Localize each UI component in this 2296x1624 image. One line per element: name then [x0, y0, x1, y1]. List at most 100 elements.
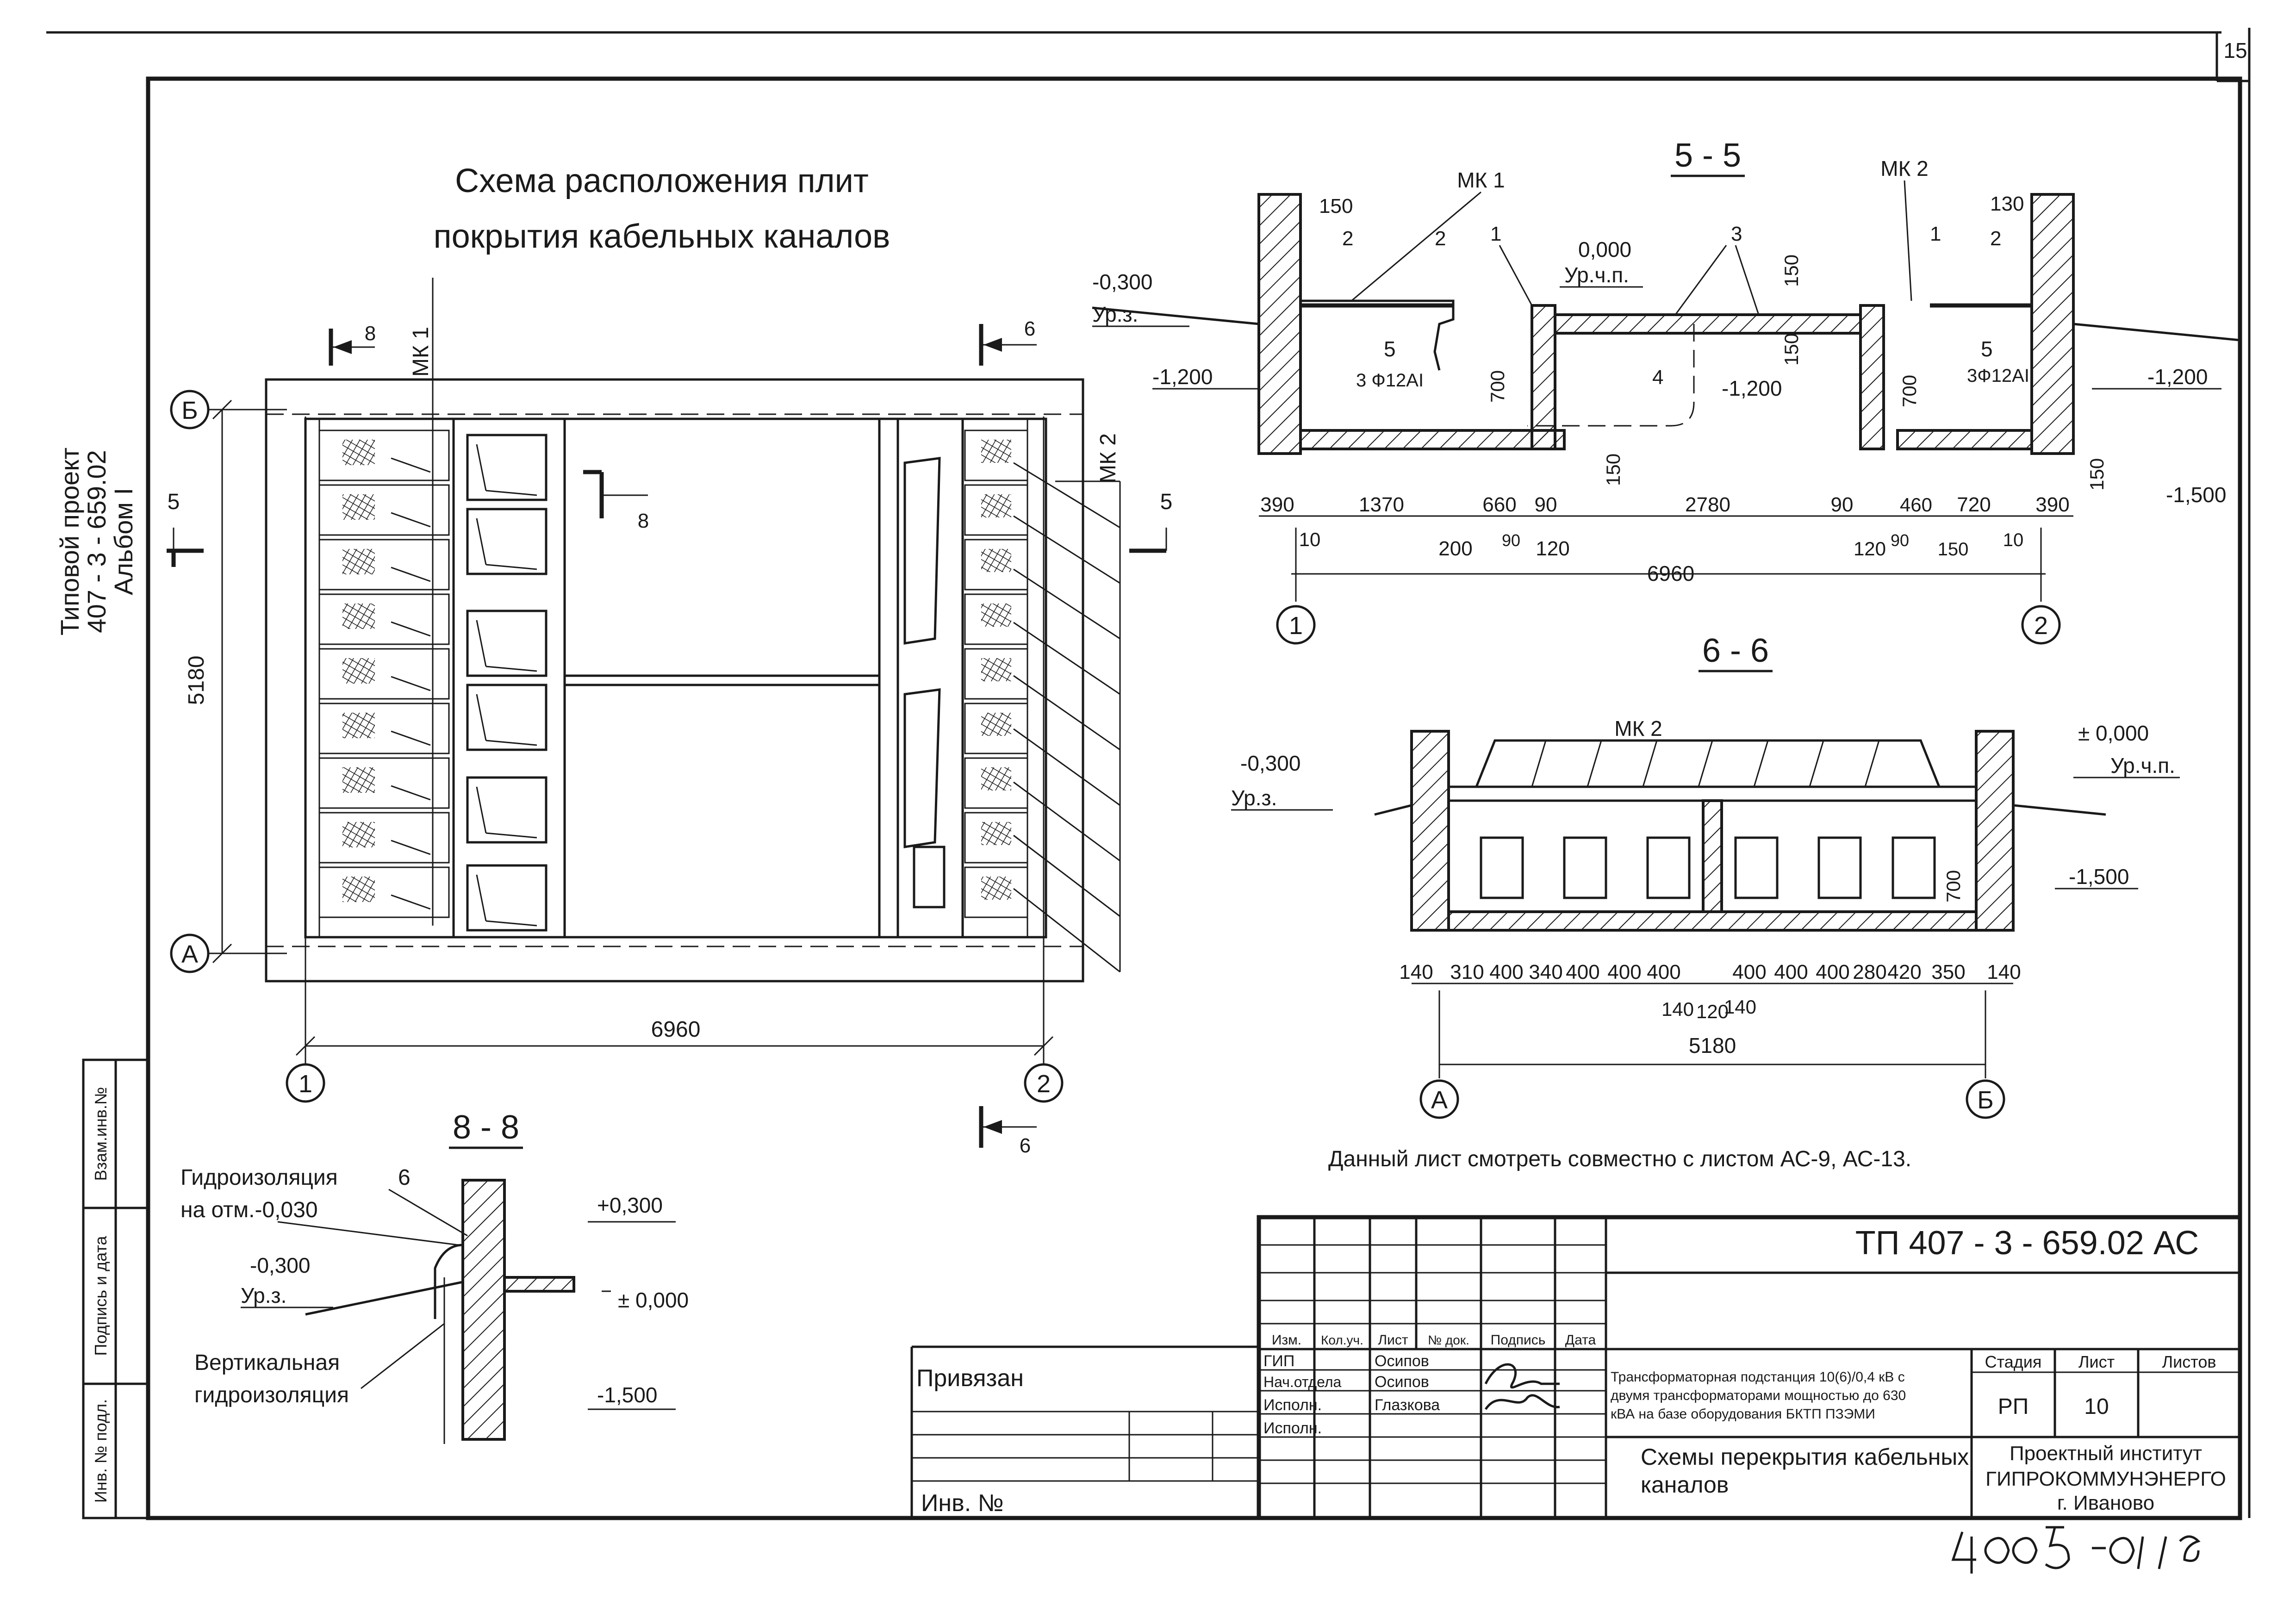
svg-text:ГИПРОКОММУНЭНЕРГО: ГИПРОКОММУНЭНЕРГО [1985, 1468, 2226, 1490]
svg-text:400: 400 [1607, 961, 1641, 983]
svg-text:Ур.з.: Ур.з. [1092, 302, 1138, 326]
svg-text:3: 3 [1731, 223, 1742, 245]
svg-text:6: 6 [1024, 317, 1035, 340]
svg-text:660: 660 [1482, 493, 1516, 516]
right-slabs [964, 429, 1121, 973]
svg-text:2: 2 [1990, 227, 2001, 250]
svg-text:Дата: Дата [1565, 1332, 1596, 1348]
svg-text:700: 700 [1942, 870, 1964, 902]
svg-text:6960: 6960 [1647, 561, 1694, 585]
cut-marker-8-top: 8 [329, 322, 376, 366]
cut-marker-8-mid: 8 [583, 470, 649, 532]
svg-text:кВА на базе оборудования БКТП: кВА на базе оборудования БКТП ПЗЭМИ [1611, 1406, 1875, 1422]
svg-text:Вертикальная: Вертикальная [194, 1350, 340, 1375]
svg-text:Нач.отдела: Нач.отдела [1263, 1374, 1342, 1390]
svg-text:400: 400 [1566, 961, 1599, 983]
svg-text:Ур.ч.п.: Ур.ч.п. [1564, 263, 1629, 287]
svg-text:90: 90 [1831, 493, 1854, 516]
svg-text:г. Иваново: г. Иваново [2057, 1492, 2154, 1514]
svg-text:А: А [1431, 1086, 1448, 1114]
svg-text:3Ф12АI: 3Ф12АI [1967, 366, 2029, 386]
stamp-vzam: Взам.инв.№ [91, 1087, 110, 1181]
doc-code: ТП 407 - 3 - 659.02 АС [1855, 1225, 2199, 1262]
svg-text:310: 310 [1450, 961, 1484, 983]
plan-mk1: МК 1 [409, 327, 433, 377]
svg-text:Лист: Лист [1378, 1332, 1408, 1348]
svg-text:± 0,000: ± 0,000 [2078, 721, 2149, 745]
cut-marker-5-left: 5 [167, 490, 204, 567]
svg-text:Ур.ч.п.: Ур.ч.п. [2110, 753, 2175, 778]
svg-text:-1,500: -1,500 [2069, 865, 2129, 889]
svg-text:+0,300: +0,300 [597, 1193, 663, 1217]
svg-text:400: 400 [1489, 961, 1523, 983]
svg-text:390: 390 [2035, 493, 2069, 516]
svg-text:140: 140 [1987, 961, 2021, 983]
sheet-number: 15 [2223, 38, 2247, 62]
plan-axis-1: 1 [299, 1070, 312, 1098]
svg-text:№ док.: № док. [1428, 1333, 1469, 1347]
svg-text:390: 390 [1260, 493, 1294, 516]
svg-text:150: 150 [2086, 458, 2108, 491]
plan-axis-b: Б [181, 397, 198, 424]
section55-title: 5 - 5 [1674, 137, 1741, 174]
svg-text:150: 150 [1602, 454, 1624, 486]
svg-text:каналов: каналов [1641, 1472, 1729, 1498]
svg-text:Осипов: Осипов [1375, 1352, 1429, 1370]
svg-text:1: 1 [1490, 223, 1501, 245]
svg-text:Б: Б [1977, 1086, 1993, 1114]
section-5-5: 5 - 5 МК 1 МК 2 150 130 2 2 1 1 2 3 [1092, 137, 2240, 645]
left-stamp-column: Взам.инв.№ Подпись и дата Инв. № подл. [82, 1058, 149, 1519]
section-6-6: 6 - 6 МК 2 ± 0,000 Ур.ч.п. -0,300 Ур.з. [1231, 632, 2180, 1119]
plan-dim-width: 6960 [651, 1017, 701, 1042]
svg-text:2: 2 [1342, 227, 1353, 250]
svg-text:-1,500: -1,500 [597, 1383, 657, 1407]
svg-text:120: 120 [1696, 1001, 1729, 1022]
svg-text:280: 280 [1853, 961, 1886, 983]
svg-text:-1,500: -1,500 [2166, 483, 2226, 507]
svg-text:90: 90 [1535, 493, 1557, 516]
svg-text:2: 2 [1435, 227, 1446, 250]
svg-text:8: 8 [638, 510, 649, 532]
svg-text:420: 420 [1887, 961, 1921, 983]
svg-text:6: 6 [398, 1165, 411, 1190]
svg-text:МК 1: МК 1 [1457, 168, 1505, 192]
svg-text:10: 10 [2003, 530, 2024, 550]
svg-text:130: 130 [1990, 193, 2024, 215]
plan-axis-a: А [181, 940, 198, 968]
svg-text:Кол.уч.: Кол.уч. [1321, 1333, 1363, 1347]
cut-marker-6-top: 6 [979, 317, 1037, 366]
svg-text:2780: 2780 [1685, 493, 1730, 516]
svg-text:Глазкова: Глазкова [1375, 1396, 1440, 1414]
svg-text:-0,300: -0,300 [1240, 751, 1300, 775]
plan-title-line1: Схема расположения плит [455, 162, 869, 199]
svg-text:460: 460 [1900, 494, 1932, 516]
svg-text:720: 720 [1957, 493, 1991, 516]
svg-text:-1,200: -1,200 [1152, 365, 1213, 389]
plan-dim-height: 5180 [184, 656, 209, 705]
title-block: ТП 407 - 3 - 659.02 АС Привязан Инв. № И… [910, 1215, 2242, 1520]
cross-reference-note: Данный лист смотреть совместно с листом … [1328, 1147, 1911, 1171]
svg-text:-0,300: -0,300 [1092, 270, 1152, 294]
svg-text:5: 5 [1981, 337, 1993, 361]
svg-text:5: 5 [1384, 337, 1396, 361]
svg-text:90: 90 [1891, 531, 1909, 550]
svg-text:150: 150 [1780, 255, 1802, 287]
svg-text:Подпись: Подпись [1491, 1332, 1546, 1348]
svg-text:10: 10 [2084, 1394, 2109, 1419]
svg-text:150: 150 [1938, 539, 1969, 560]
svg-text:-1,200: -1,200 [2147, 365, 2208, 389]
stamp-signature: Подпись и дата [91, 1236, 110, 1356]
svg-text:350: 350 [1931, 961, 1965, 983]
cut-marker-5-right: 5 [1129, 490, 1172, 553]
svg-text:5: 5 [168, 490, 180, 514]
svg-text:Стадия: Стадия [1985, 1352, 2042, 1371]
inv-label: Инв. № [921, 1490, 1003, 1517]
svg-text:Ур.з.: Ур.з. [241, 1283, 286, 1307]
svg-text:двумя трансформаторами мощност: двумя трансформаторами мощностью до 630 [1611, 1388, 1906, 1403]
svg-text:150: 150 [1319, 195, 1353, 218]
left-slabs [318, 429, 450, 918]
svg-text:МК 2: МК 2 [1614, 716, 1662, 740]
svg-text:РП: РП [1998, 1394, 2029, 1419]
svg-text:10: 10 [1299, 529, 1321, 550]
svg-text:гидроизоляция: гидроизоляция [194, 1383, 349, 1407]
